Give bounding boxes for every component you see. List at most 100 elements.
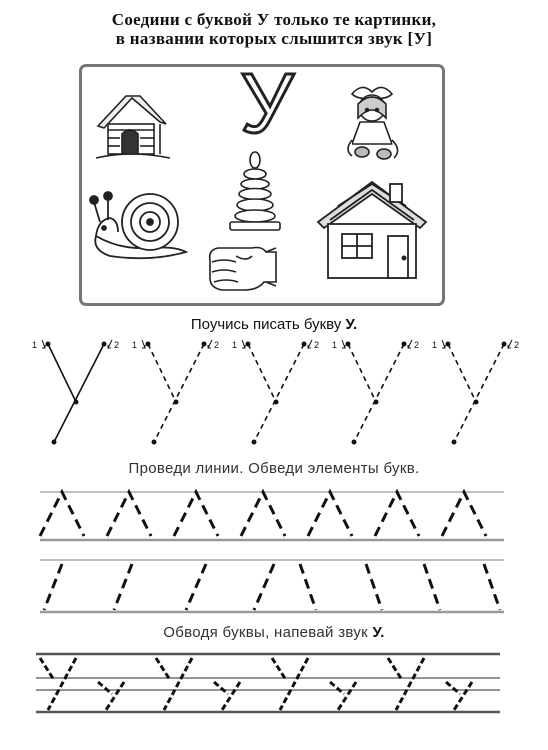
stroke-order-label-1: 1 bbox=[132, 340, 137, 350]
traced-letter-u-7 bbox=[386, 657, 426, 711]
u-stroke-right bbox=[162, 657, 194, 711]
stroke-order-label-1: 1 bbox=[432, 340, 437, 350]
start-dot-2 bbox=[301, 341, 307, 347]
letters-instruction-bold: У. bbox=[372, 624, 385, 641]
lines-exercise[interactable] bbox=[0, 484, 548, 618]
start-dot-1 bbox=[445, 341, 451, 347]
start-dot-1 bbox=[45, 341, 51, 347]
slant-stroke-5 bbox=[298, 563, 318, 611]
zigzag-peak-2 bbox=[105, 488, 153, 537]
slant-stroke-1 bbox=[42, 563, 64, 611]
start-dot-1 bbox=[145, 341, 151, 347]
stroke-right bbox=[53, 343, 105, 443]
traced-letter-u-3 bbox=[154, 657, 194, 711]
arrow-2 bbox=[507, 339, 513, 349]
stroke-order-label-2: 2 bbox=[414, 340, 419, 350]
end-dot bbox=[351, 439, 357, 445]
arrow-1 bbox=[441, 339, 446, 349]
stroke-left bbox=[47, 343, 77, 403]
u-stroke-left bbox=[270, 657, 288, 681]
zigzag-peak-7 bbox=[440, 488, 488, 537]
traced-letter-u-5 bbox=[270, 657, 310, 711]
arrow-1 bbox=[341, 339, 346, 349]
start-dot-1 bbox=[245, 341, 251, 347]
title-line-2: в названии которых слышится звук [У] bbox=[115, 29, 433, 48]
stroke-left bbox=[147, 343, 177, 403]
hut-icon[interactable] bbox=[95, 95, 171, 159]
u-stroke-right bbox=[452, 681, 474, 711]
u-stroke-left bbox=[329, 680, 345, 696]
letter-u-trace-row[interactable] bbox=[0, 648, 548, 718]
end-dot bbox=[151, 439, 157, 445]
middle-dot bbox=[273, 399, 279, 405]
arrow-2 bbox=[107, 339, 113, 349]
traced-letter-u-1 bbox=[38, 657, 78, 711]
u-stroke-left bbox=[97, 680, 113, 696]
zigzag-peak-3 bbox=[172, 488, 220, 537]
arrow-1 bbox=[41, 339, 46, 349]
lines-instruction: Проведи линии. Обведи элементы букв. bbox=[128, 460, 420, 477]
snail-icon[interactable] bbox=[89, 191, 189, 260]
u-stroke-right bbox=[46, 657, 78, 711]
doll-icon[interactable] bbox=[347, 86, 399, 160]
traced-letter-u-4 bbox=[213, 680, 242, 711]
slant-stroke-4 bbox=[252, 563, 276, 611]
end-dot bbox=[251, 439, 257, 445]
middle-dot bbox=[473, 399, 479, 405]
start-dot-2 bbox=[501, 341, 507, 347]
stroke-left bbox=[347, 343, 377, 403]
stroke-order-label-2: 2 bbox=[214, 340, 219, 350]
arrow-2 bbox=[407, 339, 413, 349]
stroke-right bbox=[253, 343, 305, 443]
fist-icon[interactable] bbox=[208, 246, 277, 291]
title-line-1: Соедини с буквой У только те картинки, bbox=[111, 10, 437, 29]
stroke-left bbox=[247, 343, 277, 403]
letters-instruction: Обводя буквы, напевай звук У. bbox=[0, 624, 548, 641]
zigzag-peak-5 bbox=[306, 488, 354, 537]
stroke-right bbox=[353, 343, 405, 443]
start-dot-2 bbox=[201, 341, 207, 347]
end-dot bbox=[451, 439, 457, 445]
arrow-1 bbox=[141, 339, 146, 349]
house-icon[interactable] bbox=[316, 180, 428, 279]
big-letter-u: У bbox=[239, 56, 295, 150]
slant-stroke-3 bbox=[184, 563, 208, 611]
middle-dot bbox=[173, 399, 179, 405]
zigzag-peak-4 bbox=[239, 488, 287, 537]
u-stroke-left bbox=[38, 657, 56, 681]
u-stroke-left bbox=[445, 680, 461, 696]
slant-stroke-2 bbox=[112, 563, 134, 611]
middle-dot bbox=[373, 399, 379, 405]
middle-dot bbox=[73, 399, 79, 405]
start-dot-2 bbox=[401, 341, 407, 347]
write-letter-instruction: Поучись писать букву У. bbox=[0, 316, 548, 333]
u-stroke-right bbox=[278, 657, 310, 711]
stroke-right bbox=[453, 343, 505, 443]
stroke-order-label-2: 2 bbox=[314, 340, 319, 350]
write-letter-text: Поучись писать букву bbox=[190, 316, 346, 333]
start-dot-1 bbox=[345, 341, 351, 347]
arrow-1 bbox=[241, 339, 246, 349]
traced-letter-u-8 bbox=[445, 680, 474, 711]
stroke-order-label-1: 1 bbox=[32, 340, 37, 350]
stroke-order-label-2: 2 bbox=[514, 340, 519, 350]
stroke-right bbox=[153, 343, 205, 443]
u-stroke-left bbox=[154, 657, 172, 681]
traced-letter-u-2 bbox=[97, 680, 126, 711]
stroke-order-label-1: 1 bbox=[232, 340, 237, 350]
letters-instruction-text: Обводя буквы, напевай звук bbox=[163, 624, 373, 641]
stroke-left bbox=[447, 343, 477, 403]
pyramid-toy-icon[interactable] bbox=[229, 151, 281, 231]
slant-stroke-6 bbox=[364, 563, 384, 611]
end-dot bbox=[51, 439, 57, 445]
u-stroke-right bbox=[220, 681, 242, 711]
write-letter-bold: У. bbox=[345, 316, 358, 333]
u-stroke-right bbox=[336, 681, 358, 711]
